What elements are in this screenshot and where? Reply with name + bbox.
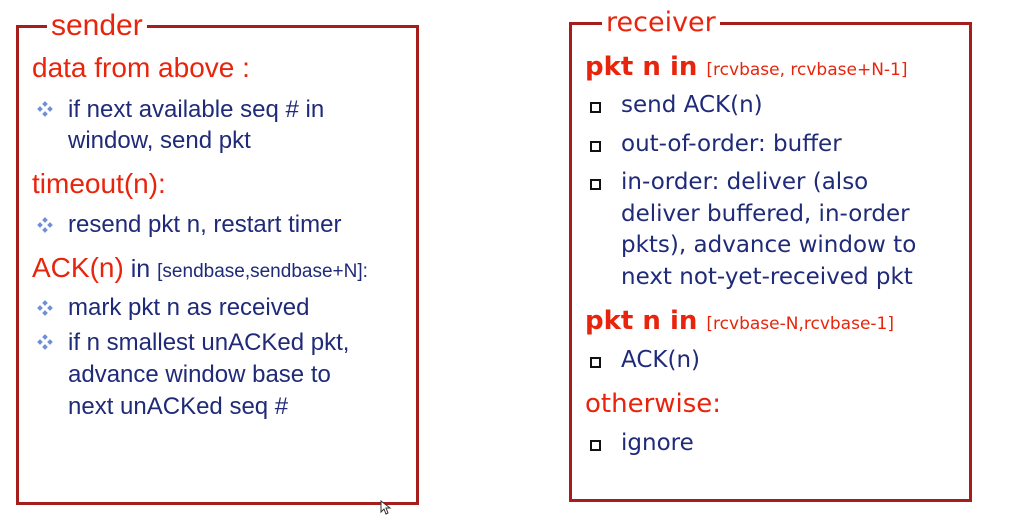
diamond-bullet-icon bbox=[37, 334, 53, 350]
prev-window-range: [rcvbase-N,rcvbase-1] bbox=[706, 314, 894, 334]
square-bullet-icon bbox=[590, 179, 601, 190]
ack-in-label: in bbox=[123, 255, 158, 283]
item-text: out-of-order: buffer bbox=[621, 131, 842, 157]
item-text: ACK(n) bbox=[621, 347, 700, 373]
item-text: ignore bbox=[621, 430, 694, 456]
heading-timeout: timeout(n): bbox=[32, 168, 166, 199]
sender-panel: sender data from above : if next availab… bbox=[16, 11, 419, 515]
heading-pkt-in-window: pkt n in [rcvbase, rcvbase+N-1] bbox=[585, 52, 908, 82]
item-text: deliver buffered, in-order bbox=[621, 201, 910, 227]
receiver-panel: receiver pkt n in [rcvbase, rcvbase+N-1]… bbox=[569, 8, 972, 502]
diamond-bullet-icon bbox=[37, 217, 53, 233]
bullet-text: if n smallest unACKed pkt, bbox=[68, 329, 350, 356]
sender-title: sender bbox=[47, 11, 147, 41]
item-text: pkts), advance window to bbox=[621, 232, 917, 258]
heading-data-from-above: data from above : bbox=[32, 52, 250, 83]
diamond-bullet-icon bbox=[37, 300, 53, 316]
ack-range: [sendbase,sendbase+N]: bbox=[157, 261, 368, 282]
ack-label: ACK(n) bbox=[32, 252, 124, 283]
bullet-text: resend pkt n, restart timer bbox=[68, 211, 342, 238]
square-bullet-icon bbox=[590, 357, 601, 368]
bullet-text: advance window base to bbox=[68, 361, 331, 388]
heading-ack: ACK(n) in [sendbase,sendbase+N]: bbox=[32, 252, 368, 284]
receiver-title: receiver bbox=[602, 8, 720, 38]
square-bullet-icon bbox=[590, 440, 601, 451]
item-text: in-order: deliver (also bbox=[621, 169, 869, 195]
square-bullet-icon bbox=[590, 102, 601, 113]
square-bullet-icon bbox=[590, 141, 601, 152]
window-range: [rcvbase, rcvbase+N-1] bbox=[706, 60, 908, 80]
bullet-text: window, send pkt bbox=[68, 127, 251, 154]
item-text: send ACK(n) bbox=[621, 92, 763, 118]
item-text: next not-yet-received pkt bbox=[621, 264, 913, 290]
heading-otherwise: otherwise: bbox=[585, 389, 722, 419]
bullet-text: mark pkt n as received bbox=[68, 294, 310, 321]
diamond-bullet-icon bbox=[37, 101, 53, 117]
heading-pkt-in-prev: pkt n in [rcvbase-N,rcvbase-1] bbox=[585, 306, 894, 336]
pkt-in-label: pkt n in bbox=[585, 52, 707, 82]
bullet-text: next unACKed seq # bbox=[68, 393, 289, 420]
pkt-in-label: pkt n in bbox=[585, 306, 707, 336]
bullet-text: if next available seq # in bbox=[68, 96, 325, 123]
